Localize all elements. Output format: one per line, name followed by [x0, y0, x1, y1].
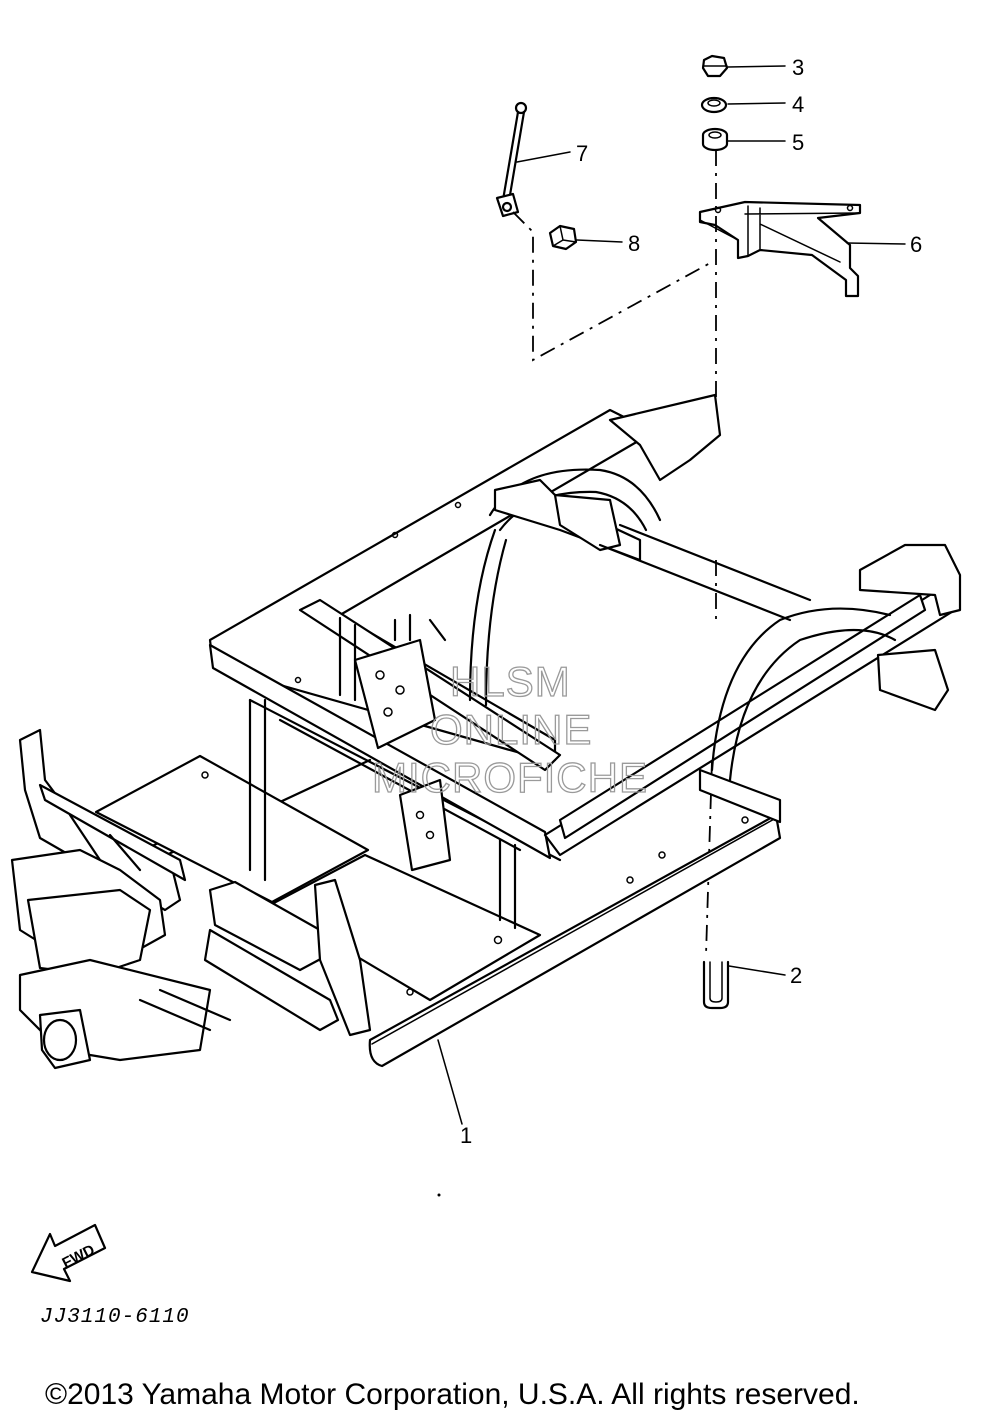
- callout-1: 1: [460, 1123, 472, 1148]
- watermark-line-1: HLSM: [450, 658, 571, 705]
- watermark-line-2: ONLINE: [430, 706, 592, 753]
- assembly-line-mount: [705, 150, 717, 956]
- stray-dot: [437, 1193, 441, 1197]
- watermark-line-3: MICROFICHE: [372, 754, 648, 801]
- callout-8: 8: [628, 231, 640, 256]
- part-8-nut: [548, 224, 578, 251]
- callout-6: 6: [910, 232, 922, 257]
- part-7-stay-rod: [495, 101, 528, 218]
- callout-4: 4: [792, 92, 804, 117]
- callout-5: 5: [792, 130, 804, 155]
- callouts: 3 4 5 7 8 6 2 1: [460, 55, 922, 1148]
- part-4-washer: [700, 96, 728, 114]
- callout-3: 3: [792, 55, 804, 80]
- callout-7: 7: [576, 141, 588, 166]
- part-6-bracket: [698, 200, 862, 298]
- callout-2: 2: [790, 963, 802, 988]
- part-1-frame: [10, 393, 962, 1070]
- part-3-nut: [701, 54, 729, 78]
- fwd-arrow-icon: FWD: [30, 1223, 107, 1283]
- part-5-bushing: [701, 127, 729, 152]
- leader-lines: [437, 65, 906, 1125]
- diagram-code: JJ3110-6110: [40, 1306, 190, 1329]
- part-2-u-bolt: [702, 960, 730, 1010]
- copyright-notice: ©2013 Yamaha Motor Corporation, U.S.A. A…: [45, 1378, 860, 1411]
- watermark: HLSM ONLINE MICROFICHE: [371, 657, 648, 801]
- assembly-line-rod: [512, 211, 713, 362]
